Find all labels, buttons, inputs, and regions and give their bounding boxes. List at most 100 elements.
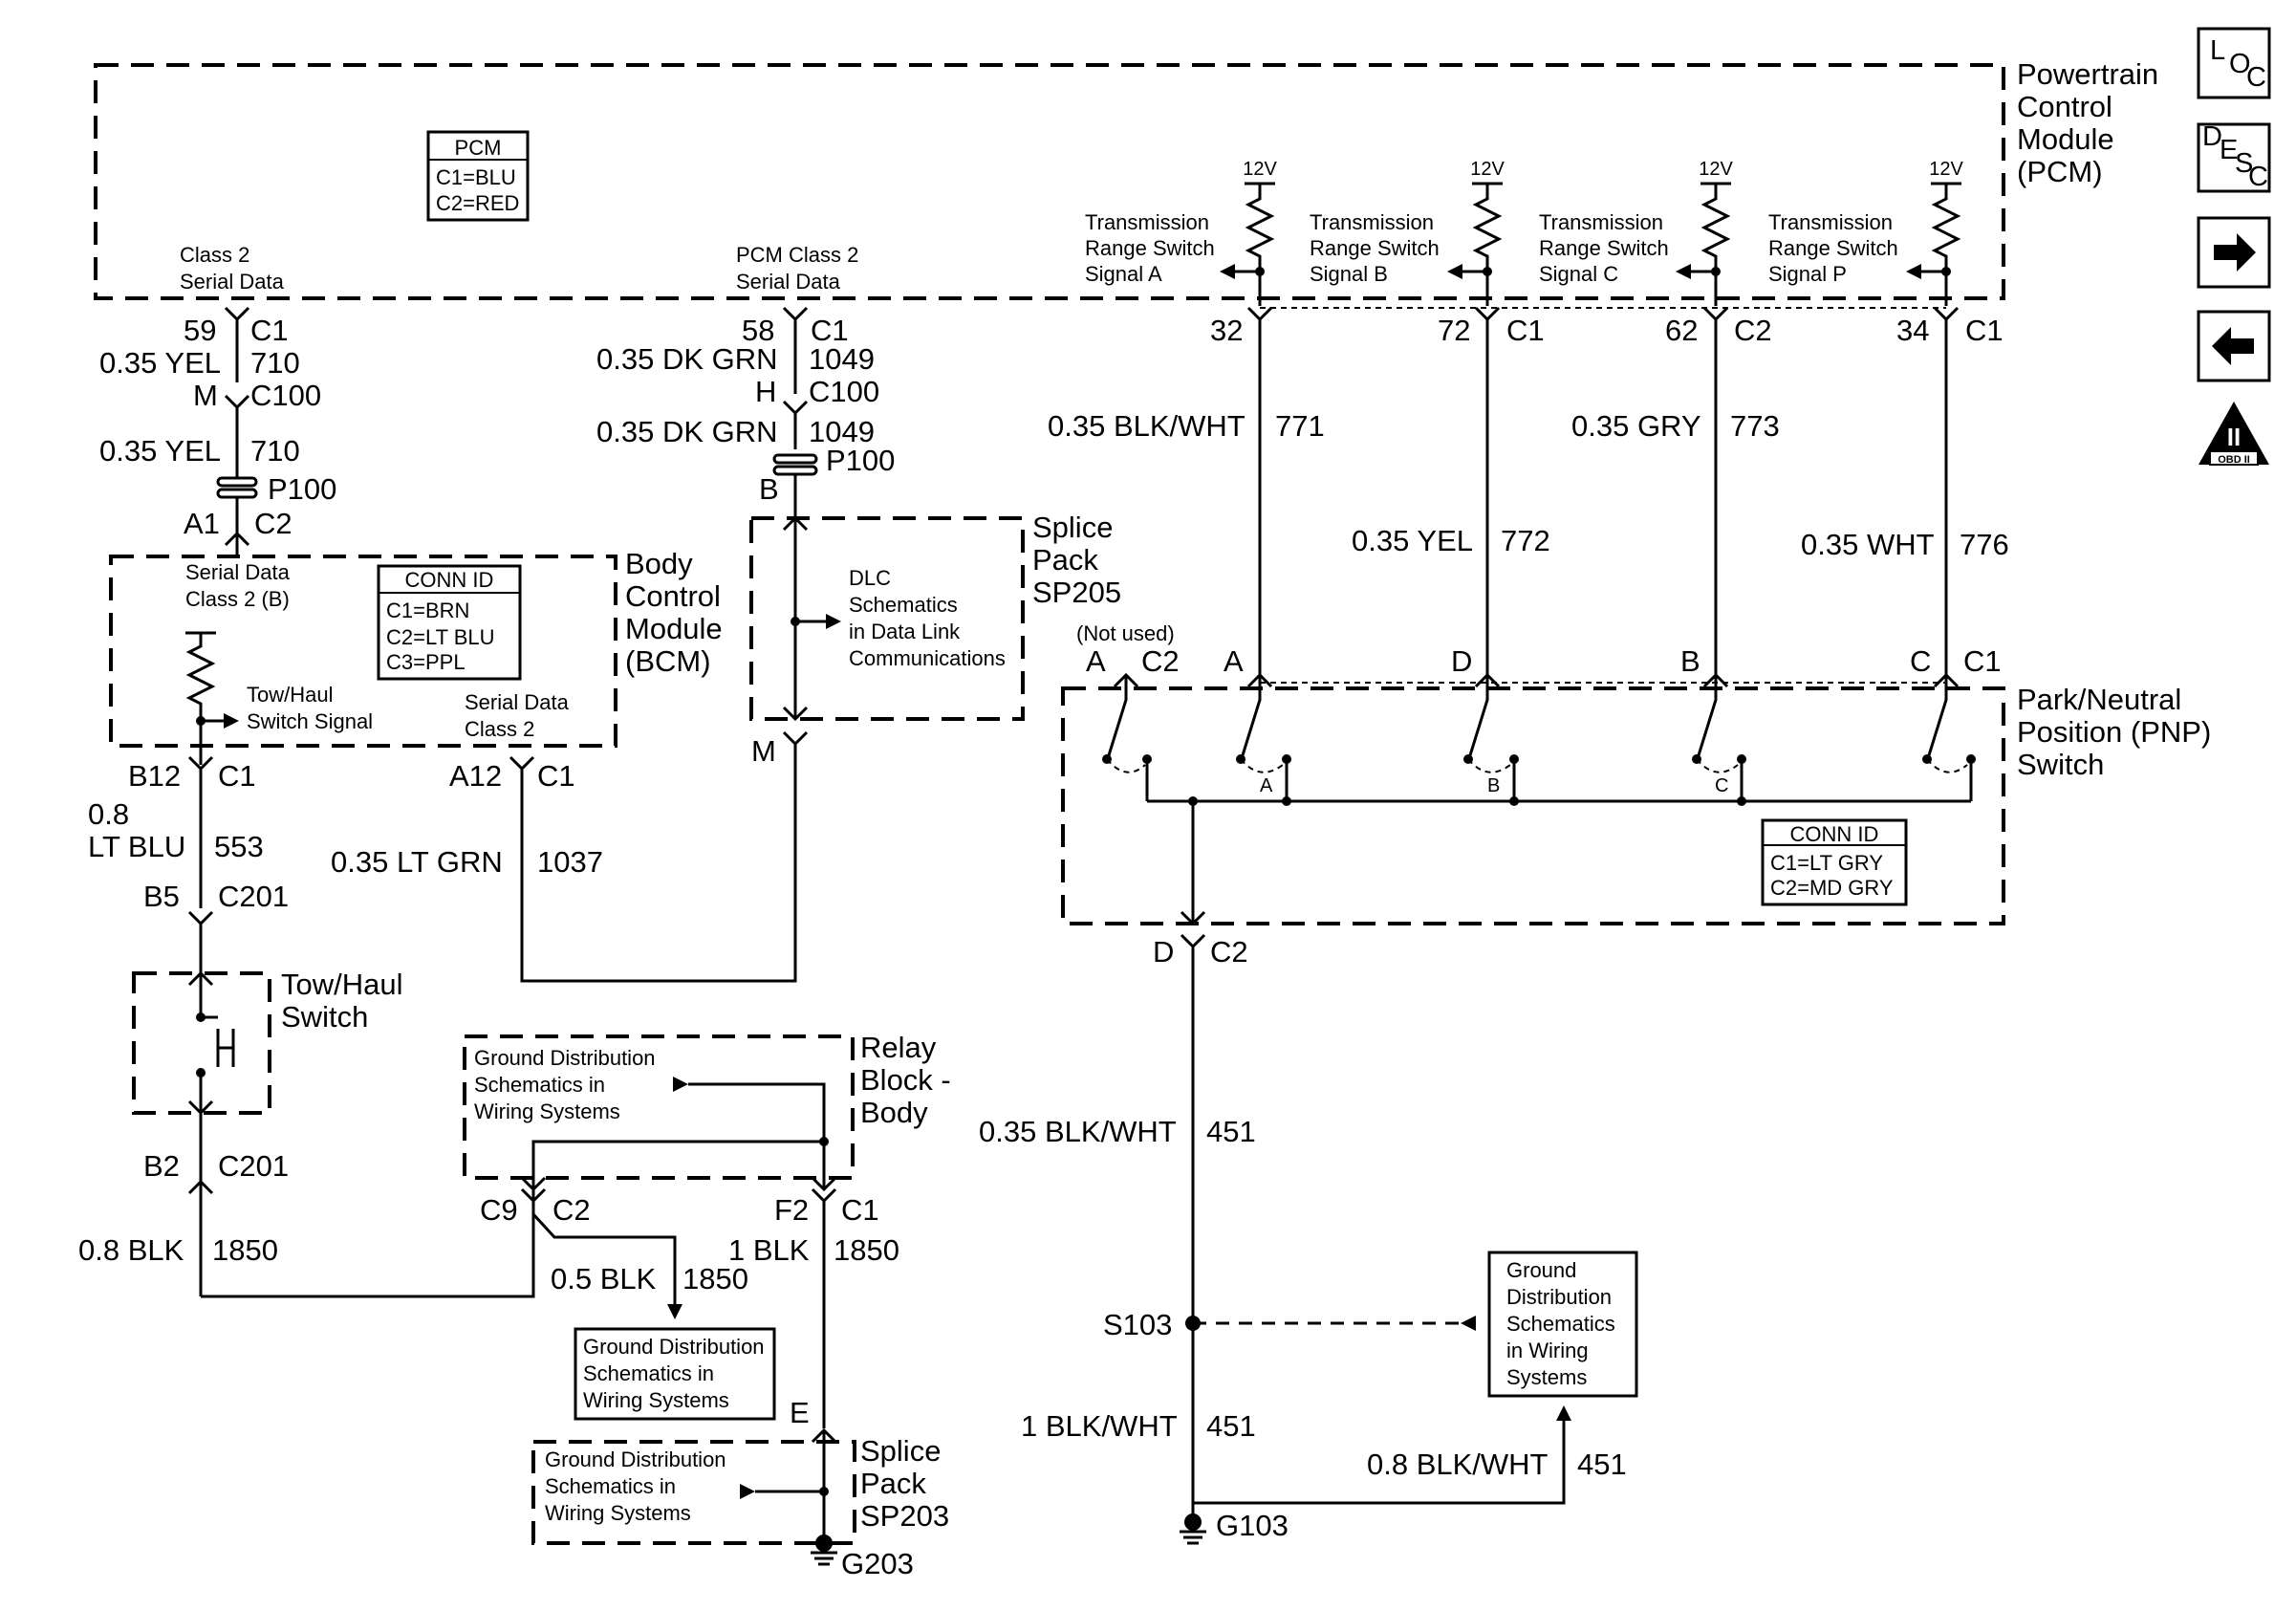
- svg-text:C1: C1: [1965, 314, 2004, 347]
- svg-text:Class 2 (B): Class 2 (B): [185, 587, 290, 611]
- svg-text:Wiring Systems: Wiring Systems: [583, 1388, 729, 1412]
- pnp-contact-a: A: [1236, 672, 1291, 801]
- next-arrow-icon-button[interactable]: [2197, 216, 2271, 289]
- pnp-outline: [1061, 686, 2005, 925]
- svg-text:0.35 DK GRN: 0.35 DK GRN: [596, 342, 778, 376]
- sp205-label: Splice Pack SP205: [1032, 511, 1121, 609]
- svg-text:Schematics: Schematics: [1506, 1312, 1615, 1336]
- svg-text:Schematics: Schematics: [849, 593, 958, 617]
- svg-text:Tow/Haul: Tow/Haul: [281, 968, 403, 1001]
- sp205-dlc-ref: DLC Schematics in Data Link Communicatio…: [782, 515, 1006, 722]
- relay-block-outline: [463, 1034, 855, 1180]
- svg-text:Block -: Block -: [860, 1063, 951, 1097]
- svg-text:1049: 1049: [809, 342, 875, 376]
- svg-text:1 BLK: 1 BLK: [728, 1233, 810, 1267]
- bcm-outline: [109, 555, 617, 748]
- svg-text:Body: Body: [625, 547, 693, 580]
- svg-text:1049: 1049: [809, 415, 875, 448]
- trans-signal-a: Transmission Range Switch Signal A 12V: [1085, 159, 1277, 306]
- bcm-label: Body Control Module (BCM): [625, 547, 723, 678]
- svg-text:34: 34: [1896, 314, 1929, 347]
- svg-text:C201: C201: [218, 1149, 289, 1183]
- pnp-wire-771: 32 0.35 BLK/WHT 771: [1048, 306, 1325, 677]
- svg-text:L: L: [2210, 35, 2225, 66]
- svg-text:CONN ID: CONN ID: [1790, 822, 1879, 846]
- svg-text:Module: Module: [2017, 122, 2114, 156]
- svg-text:S103: S103: [1103, 1308, 1172, 1341]
- svg-text:710: 710: [250, 434, 300, 468]
- svg-text:C201: C201: [218, 880, 289, 913]
- svg-text:OBD II: OBD II: [2218, 454, 2250, 466]
- svg-text:E: E: [790, 1396, 810, 1429]
- svg-text:C2=MD GRY: C2=MD GRY: [1770, 876, 1894, 900]
- svg-text:G103: G103: [1216, 1509, 1289, 1542]
- svg-text:0.8 BLK/WHT: 0.8 BLK/WHT: [1367, 1448, 1549, 1481]
- pcm-class2-circuit-1049: 58 C1 0.35 DK GRN 1049 H C100 0.35 DK GR…: [596, 306, 895, 518]
- svg-text:Ground Distribution: Ground Distribution: [583, 1335, 765, 1359]
- svg-text:C1=BLU: C1=BLU: [436, 165, 516, 189]
- svg-text:451: 451: [1206, 1115, 1256, 1148]
- pcm-connector-id-box: PCM C1=BLU C2=RED: [426, 130, 530, 222]
- svg-text:0.35 YEL: 0.35 YEL: [99, 346, 221, 380]
- svg-text:Ground Distribution: Ground Distribution: [545, 1448, 726, 1471]
- svg-text:Signal A: Signal A: [1085, 262, 1162, 286]
- svg-text:C1: C1: [811, 314, 849, 347]
- svg-text:M: M: [751, 734, 776, 768]
- svg-text:Schematics in: Schematics in: [545, 1474, 676, 1498]
- svg-text:Tow/Haul: Tow/Haul: [247, 683, 333, 707]
- trans-signal-c: Transmission Range Switch Signal C 12V: [1539, 159, 1733, 306]
- svg-text:Ground: Ground: [1506, 1258, 1576, 1282]
- svg-text:Communications: Communications: [849, 646, 1006, 670]
- svg-text:Wiring Systems: Wiring Systems: [545, 1501, 691, 1525]
- svg-text:Transmission: Transmission: [1310, 210, 1434, 234]
- svg-text:C9: C9: [480, 1193, 518, 1227]
- svg-text:Range Switch: Range Switch: [1085, 236, 1215, 260]
- svg-text:CONN ID: CONN ID: [405, 568, 494, 592]
- tow-haul-switch-outline: [132, 971, 271, 1115]
- svg-text:Position (PNP): Position (PNP): [2017, 715, 2211, 749]
- tow-haul-circuit-553: B12 C1 0.8 LT BLU 553 B5 C201: [88, 755, 289, 973]
- svg-text:Ground Distribution: Ground Distribution: [474, 1046, 656, 1070]
- svg-text:59: 59: [184, 314, 216, 347]
- svg-text:Park/Neutral: Park/Neutral: [2017, 683, 2181, 716]
- relay-ground-ref: Ground Distribution Schematics in Wiring…: [474, 1046, 837, 1192]
- svg-text:B: B: [759, 472, 779, 506]
- svg-text:0.5 BLK: 0.5 BLK: [551, 1262, 657, 1295]
- svg-text:C: C: [1715, 775, 1728, 796]
- sp203-label: Splice Pack SP203: [860, 1434, 949, 1533]
- svg-text:B2: B2: [143, 1149, 180, 1183]
- pnp-contact-b: C: [1692, 672, 1746, 801]
- svg-text:12V: 12V: [1699, 159, 1733, 180]
- location-icon-button[interactable]: L O C: [2197, 27, 2271, 99]
- svg-text:(BCM): (BCM): [625, 644, 711, 678]
- svg-text:Splice: Splice: [1032, 511, 1113, 544]
- previous-arrow-icon-button[interactable]: [2197, 310, 2271, 382]
- svg-text:Body: Body: [860, 1096, 928, 1129]
- pnp-common-bus: [1147, 796, 1971, 926]
- svg-text:C1: C1: [1963, 644, 2002, 678]
- description-icon-button[interactable]: D E S C: [2197, 121, 2271, 193]
- svg-text:Control: Control: [625, 579, 721, 613]
- svg-text:II: II: [2227, 423, 2241, 451]
- svg-text:Class 2: Class 2: [465, 717, 534, 741]
- svg-text:772: 772: [1501, 524, 1550, 557]
- relay-outputs: C9 C2 F2 C1 0.5 BLK 1850 1 BLK 1850: [480, 1187, 899, 1428]
- svg-text:Signal P: Signal P: [1768, 262, 1847, 286]
- svg-text:M: M: [193, 379, 218, 412]
- ground-dist-box-1: Ground Distribution Schematics in Wiring…: [574, 1327, 776, 1421]
- bcm-tow-haul-signal: Tow/Haul Switch Signal: [185, 631, 373, 765]
- sp203-ground: E Ground Distribution Schematics in Wiri…: [545, 1396, 914, 1580]
- svg-text:Wiring Systems: Wiring Systems: [474, 1099, 620, 1123]
- bcm-serial-data-class2: Serial Data Class 2: [465, 690, 570, 741]
- svg-text:C1: C1: [537, 759, 575, 793]
- svg-text:0.8: 0.8: [88, 797, 129, 831]
- svg-text:B12: B12: [128, 759, 181, 793]
- svg-text:A: A: [1224, 644, 1244, 678]
- svg-text:Signal B: Signal B: [1310, 262, 1388, 286]
- svg-text:553: 553: [214, 830, 264, 863]
- svg-text:Distribution: Distribution: [1506, 1285, 1612, 1309]
- svg-text:A1: A1: [184, 507, 220, 540]
- svg-text:Range Switch: Range Switch: [1768, 236, 1898, 260]
- obd-ii-icon: II OBD II: [2199, 402, 2269, 466]
- svg-text:C1=BRN: C1=BRN: [386, 599, 469, 622]
